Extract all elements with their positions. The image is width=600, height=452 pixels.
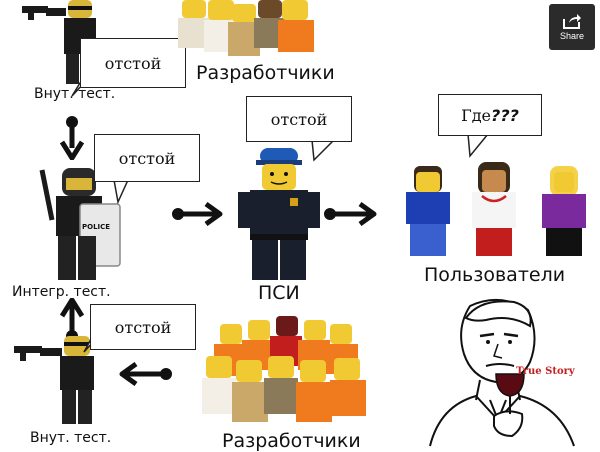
speech-bubble-users: Где???: [438, 94, 542, 136]
police-shield-text: POLICE: [82, 223, 111, 231]
label-integration-test: Интегр. тест.: [12, 284, 111, 300]
developers-group-top: [178, 0, 314, 56]
speech-bubble-mid-left: отстой: [94, 134, 200, 182]
label-acceptance-test: ПСИ: [258, 282, 300, 304]
true-story-meme: [429, 299, 575, 447]
speech-bubble-top-left: отстой: [80, 38, 186, 88]
bubble-text-where: Где: [461, 105, 492, 125]
bubble-text: отстой: [114, 317, 172, 337]
arrow-left: [119, 362, 172, 386]
speech-bubble-bottom-left: отстой: [90, 304, 196, 350]
bubble-text: отстой: [118, 148, 176, 168]
meme-caption: True Story: [516, 366, 575, 377]
speech-bubble-mid-center: отстой: [246, 96, 352, 142]
users-group: [406, 162, 586, 256]
acceptance-officer-figure: [238, 148, 320, 280]
arrow-right-1: [172, 202, 223, 226]
bubble-text: отстой: [104, 53, 162, 73]
bubble-text-question-marks: ???: [491, 105, 519, 125]
developers-group-bottom: [202, 316, 366, 422]
bubble-tail-mid-left: [113, 180, 129, 204]
label-unit-test-top: Внут. тест.: [34, 86, 116, 102]
bubble-tail-mid-center: [311, 140, 335, 162]
arrow-down: [60, 116, 84, 160]
arrow-right-2: [324, 202, 377, 226]
label-developers-bottom: Разработчики: [222, 430, 361, 452]
bubble-text: отстой: [270, 109, 328, 129]
unit-tester-figure-bottom: [14, 336, 94, 424]
share-label: Share: [559, 31, 585, 41]
label-developers-top: Разработчики: [196, 62, 335, 84]
bubble-tail-users: [467, 134, 489, 158]
label-users: Пользователи: [424, 264, 566, 286]
share-icon: [563, 14, 581, 29]
label-unit-test-bottom: Внут. тест.: [30, 430, 112, 446]
integration-tester-police-figure: [39, 168, 121, 280]
share-button[interactable]: Share: [549, 4, 595, 50]
